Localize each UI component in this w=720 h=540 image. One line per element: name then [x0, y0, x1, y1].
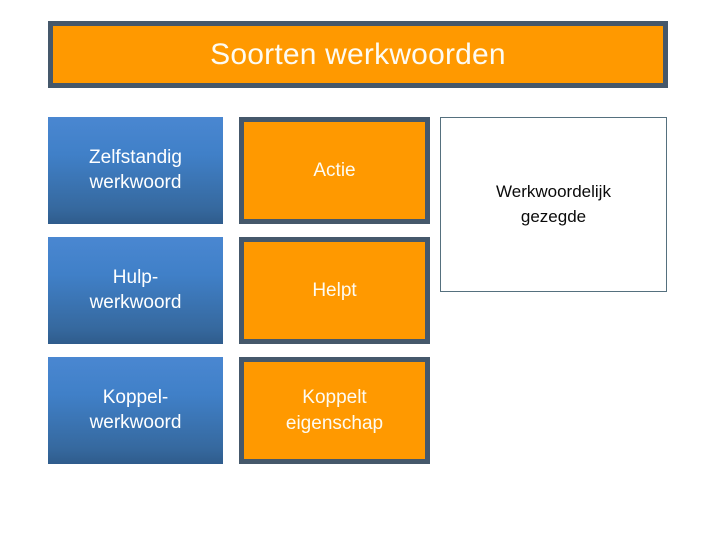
verb-function-box-1: Actie [239, 117, 430, 224]
verb-function-label-1: Actie [313, 159, 356, 181]
slide-title-banner: Soorten werkwoorden [48, 21, 668, 88]
verb-function-box-2: Helpt [239, 237, 430, 344]
verb-type-label-2: Hulp- werkwoord [89, 266, 182, 313]
verb-function-box-3: Koppelt eigenschap [239, 357, 430, 464]
verb-function-label-3: Koppelt eigenschap [285, 386, 384, 434]
verb-type-box-1: Zelfstandig werkwoord [48, 117, 223, 224]
verb-type-box-3: Koppel- werkwoord [48, 357, 223, 464]
verb-type-label-3: Koppel- werkwoord [89, 386, 182, 433]
verb-function-label-2: Helpt [312, 279, 357, 301]
callout-label: Werkwoordelijk gezegde [496, 181, 611, 226]
callout-box: Werkwoordelijk gezegde [440, 117, 667, 292]
verb-type-box-2: Hulp- werkwoord [48, 237, 223, 344]
verb-type-label-1: Zelfstandig werkwoord [89, 146, 182, 193]
page-title: Soorten werkwoorden [210, 38, 506, 71]
